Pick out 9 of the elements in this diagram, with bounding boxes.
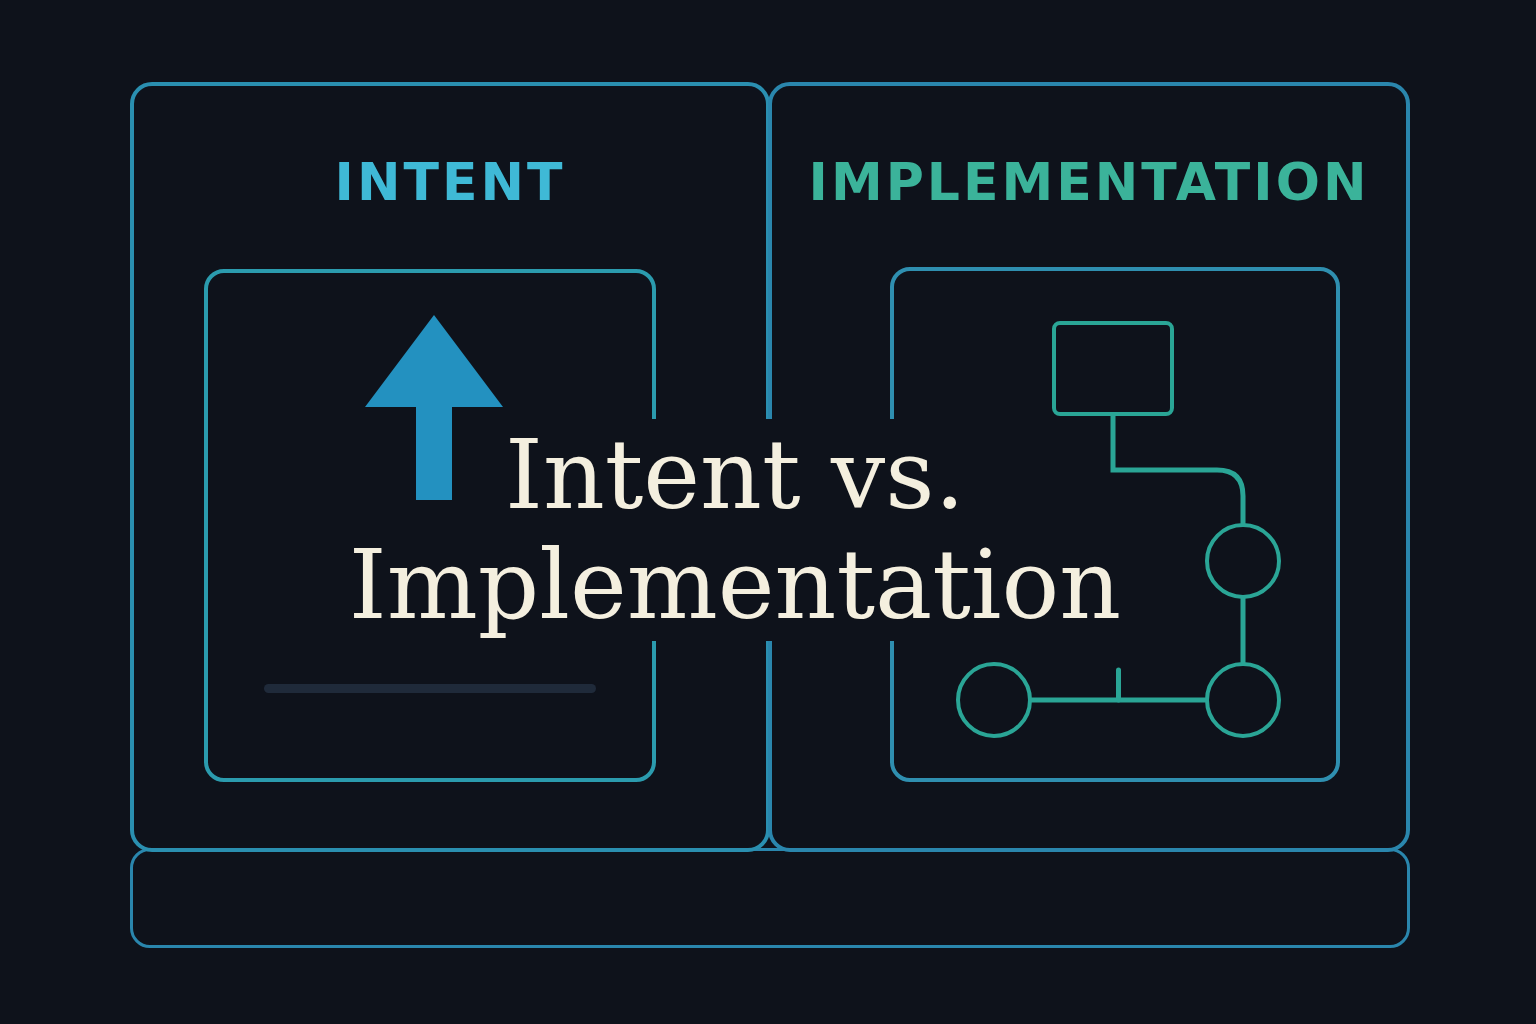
panel-heading: IMPLEMENTATION xyxy=(807,152,1371,212)
connector-line xyxy=(1110,413,1246,526)
circle-node xyxy=(956,662,1032,738)
connector-line xyxy=(1029,697,1208,703)
square-node xyxy=(1052,321,1174,416)
connector-line xyxy=(1240,596,1246,665)
circle-node xyxy=(1205,662,1281,738)
panel-heading: INTENT xyxy=(333,152,567,212)
circle-node xyxy=(1205,523,1281,599)
